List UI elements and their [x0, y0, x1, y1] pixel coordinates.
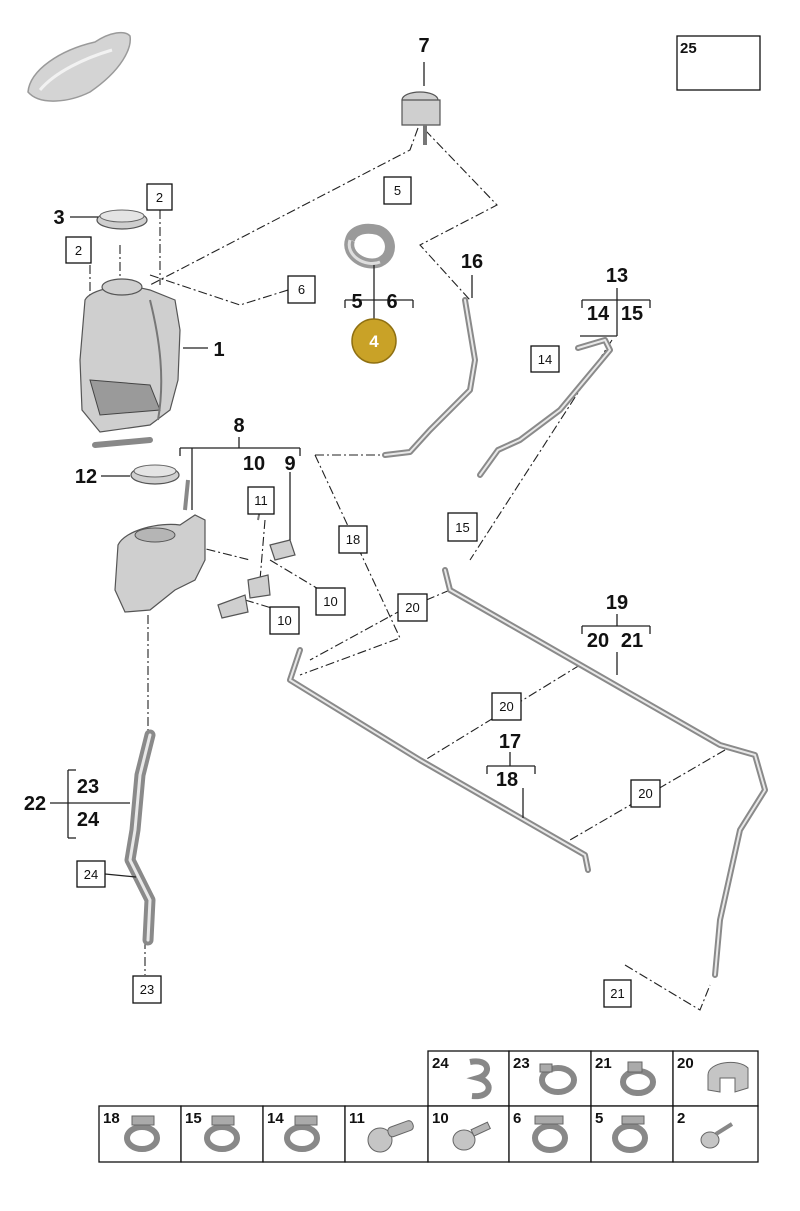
callout-3: 3 — [53, 207, 64, 229]
reservoir-tank-2 — [114, 479, 206, 613]
callout-7: 7 — [418, 35, 429, 57]
callout-22: 22 — [24, 793, 46, 815]
table-cell-label: 2 — [677, 1110, 685, 1127]
clamp-18-icon — [124, 1115, 160, 1152]
table-cell-label: 24 — [432, 1055, 449, 1072]
svg-text:20: 20 — [638, 786, 652, 801]
boxed-callout-18: 18 — [338, 525, 368, 554]
clip-20-icon — [707, 1061, 749, 1093]
pump-7 — [401, 91, 441, 145]
rivet-2-icon — [700, 1122, 734, 1149]
svg-text:20: 20 — [405, 600, 419, 615]
callout-16: 16 — [461, 251, 483, 273]
hose-13 — [477, 337, 613, 478]
svg-text:20: 20 — [499, 699, 513, 714]
boxed-callouts: 2 2 5 6 14 11 15 18 10 20 10 20 20 24 23… — [65, 35, 761, 1008]
table-cell-label: 14 — [267, 1110, 284, 1127]
table-cell-label: 6 — [513, 1110, 521, 1127]
boxed-callout-14: 14 — [530, 345, 560, 373]
callout-17: 17 — [499, 731, 521, 753]
bolt-11-icon — [367, 1120, 414, 1153]
boxed-callout-2: 2 — [146, 183, 173, 211]
cap-12 — [130, 464, 180, 485]
reservoir-tank-1 — [79, 278, 181, 448]
callout-numbers: 7 3 1 16 5 6 13 14 15 8 10 9 12 19 20 21… — [24, 35, 643, 831]
mounting-brackets — [217, 499, 296, 619]
callout-9: 9 — [284, 453, 295, 475]
boxed-callout-20: 20 — [491, 692, 522, 721]
callout-19: 19 — [606, 592, 628, 614]
callout-24: 24 — [77, 809, 100, 831]
callout-6: 6 — [386, 291, 397, 313]
svg-text:6: 6 — [298, 282, 305, 297]
screw-10-icon — [452, 1121, 491, 1151]
svg-text:5: 5 — [394, 183, 401, 198]
boxed-callout-10: 10 — [269, 606, 300, 635]
boxed-callout-21: 21 — [603, 979, 632, 1008]
cap-3 — [96, 209, 148, 230]
car-silhouette-icon — [27, 31, 131, 102]
boxed-callout-10: 10 — [315, 587, 346, 616]
svg-text:24: 24 — [84, 867, 98, 882]
table-cell-label: 10 — [432, 1110, 449, 1127]
callout-18: 18 — [496, 769, 518, 791]
callout-20: 20 — [587, 630, 609, 652]
svg-text:2: 2 — [75, 243, 82, 258]
boxed-callout-25: 25 — [676, 35, 761, 91]
clamp-6-icon — [532, 1115, 568, 1153]
table-cell-label: 20 — [677, 1055, 694, 1072]
svg-text:10: 10 — [277, 613, 291, 628]
svg-text:25: 25 — [680, 40, 697, 57]
highlight-badge-4[interactable]: 4 — [351, 318, 397, 364]
boxed-callout-23: 23 — [132, 975, 162, 1004]
svg-text:21: 21 — [610, 986, 624, 1001]
svg-text:10: 10 — [323, 594, 337, 609]
boxed-callout-24: 24 — [76, 860, 106, 888]
svg-text:14: 14 — [538, 352, 552, 367]
clamp-14-icon — [284, 1115, 320, 1152]
svg-text:15: 15 — [455, 520, 469, 535]
hose-4 — [344, 223, 395, 269]
svg-text:11: 11 — [254, 493, 268, 508]
callout-13: 13 — [606, 265, 628, 287]
pipe-assembly-19 — [287, 567, 768, 978]
table-cell-label: 23 — [513, 1055, 530, 1072]
table-cell-label: 11 — [349, 1110, 365, 1127]
clamp-21-icon — [620, 1061, 656, 1096]
callout-10: 10 — [243, 453, 265, 475]
boxed-callout-15: 15 — [447, 512, 478, 542]
boxed-callout-20: 20 — [630, 779, 661, 808]
boxed-callout-5: 5 — [383, 176, 412, 205]
boxed-callout-20: 20 — [397, 593, 428, 622]
svg-text:23: 23 — [140, 982, 154, 997]
callout-8: 8 — [233, 415, 244, 437]
clamp-23-icon — [539, 1063, 577, 1095]
boxed-callout-2: 2 — [65, 236, 92, 264]
table-cell-label: 5 — [595, 1110, 603, 1127]
callout-4: 4 — [369, 332, 379, 351]
clamp-5-icon — [612, 1115, 648, 1153]
parts-table: 24 23 21 20 18 15 14 11 10 6 5 2 — [98, 1050, 759, 1163]
clamp-15-icon — [204, 1115, 240, 1152]
hose-16 — [382, 297, 478, 458]
table-cell-label: 15 — [185, 1110, 202, 1127]
callout-21: 21 — [621, 630, 643, 652]
boxed-callout-6: 6 — [287, 275, 316, 304]
callout-12: 12 — [75, 466, 97, 488]
callout-1: 1 — [213, 339, 224, 361]
callout-23: 23 — [77, 776, 99, 798]
boxed-callout-11: 11 — [247, 486, 275, 515]
callout-5: 5 — [351, 291, 362, 313]
table-cell-label: 21 — [595, 1055, 612, 1072]
table-cell-label: 18 — [103, 1110, 120, 1127]
leader-lines — [50, 62, 651, 878]
hose-22 — [124, 729, 156, 946]
callout-15: 15 — [621, 303, 643, 325]
svg-text:18: 18 — [346, 532, 360, 547]
clamp-24-icon — [466, 1058, 492, 1100]
callout-14: 14 — [587, 303, 610, 325]
svg-text:2: 2 — [156, 190, 163, 205]
